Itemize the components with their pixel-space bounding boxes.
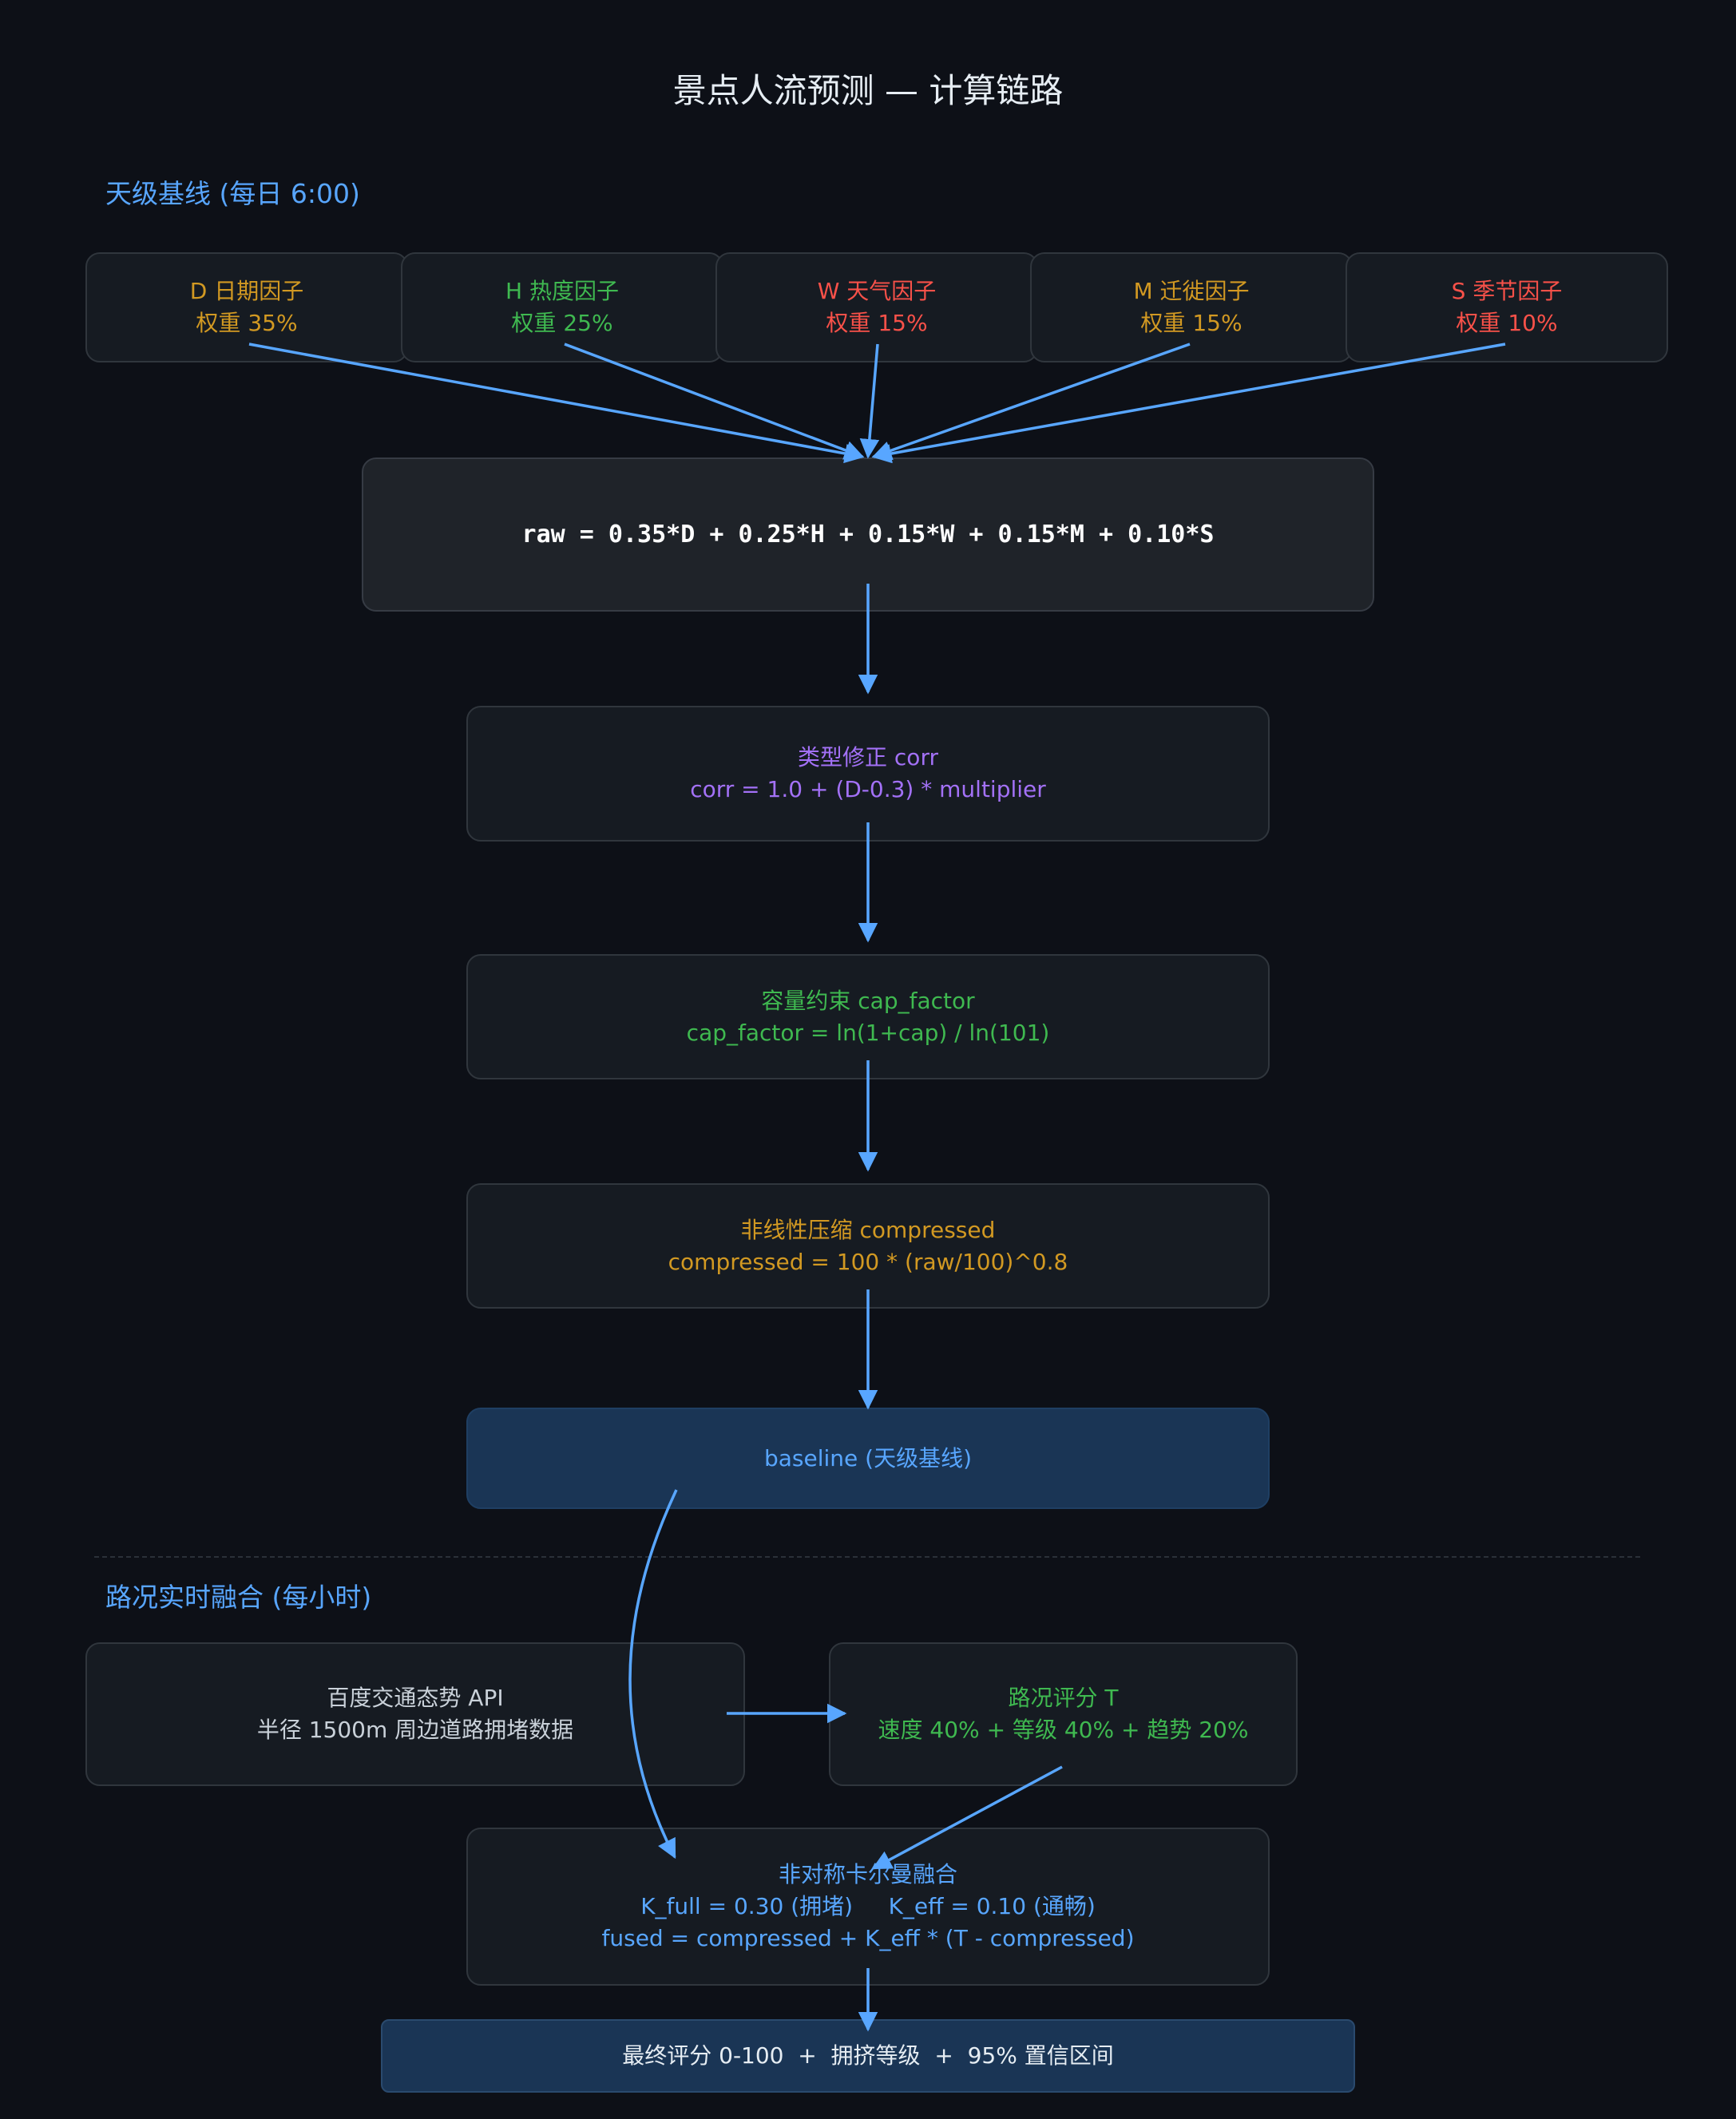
cap-factor-box: 容量约束 cap_factor cap_factor = ln(1+cap) /… — [466, 954, 1270, 1079]
road-score-formula: 速度 40% + 等级 40% + 趋势 20% — [878, 1717, 1249, 1743]
factor-weight: 权重 35% — [196, 310, 298, 336]
traffic-api-box: 百度交通态势 API 半径 1500m 周边道路拥堵数据 — [85, 1642, 745, 1786]
factor-weight: 权重 25% — [511, 310, 613, 336]
factor-box-season: S 季节因子 权重 10% — [1346, 252, 1668, 362]
factor-name: M 迁徙因子 — [1133, 278, 1250, 304]
factor-box-migration: M 迁徙因子 权重 15% — [1030, 252, 1353, 362]
baseline-label: baseline (天级基线) — [763, 1444, 973, 1471]
factor-name: H 热度因子 — [505, 278, 619, 304]
api-title: 百度交通态势 API — [327, 1685, 504, 1711]
arrow-m-to-raw — [871, 343, 1191, 461]
factor-weight: 权重 10% — [1456, 310, 1558, 336]
factor-box-heat: H 热度因子 权重 25% — [401, 252, 723, 362]
api-description: 半径 1500m 周边道路拥堵数据 — [256, 1717, 574, 1743]
factor-name: W 天气因子 — [817, 278, 937, 304]
arrow-road-to-kalman — [871, 1765, 1063, 1870]
road-score-title: 路况评分 T — [1008, 1685, 1119, 1711]
arrow-s-to-raw — [871, 343, 1506, 464]
compressed-box: 非线性压缩 compressed compressed = 100 * (raw… — [466, 1183, 1270, 1309]
cap-formula: cap_factor = ln(1+cap) / ln(101) — [686, 1019, 1050, 1046]
arrow-baseline-to-kalman — [628, 1489, 678, 1860]
arrow-d-to-raw — [248, 343, 865, 464]
arrow-h-to-raw — [564, 343, 865, 460]
factor-name: S 季节因子 — [1451, 278, 1563, 304]
factor-weight: 权重 15% — [1140, 310, 1243, 336]
arrow-w-to-raw — [859, 343, 880, 459]
raw-formula: raw = 0.35*D + 0.25*H + 0.15*W + 0.15*M … — [521, 520, 1215, 549]
section-hourly-fusion: 路况实时融合 (每小时) — [105, 1582, 372, 1613]
final-output-label: 最终评分 0-100 + 拥挤等级 + 95% 置信区间 — [622, 2042, 1114, 2069]
compressed-formula: compressed = 100 * (raw/100)^0.8 — [668, 1248, 1068, 1275]
corr-box: 类型修正 corr corr = 1.0 + (D-0.3) * multipl… — [466, 706, 1270, 842]
kalman-fusion-box: 非对称卡尔曼融合 K_full = 0.30 (拥堵) K_eff = 0.10… — [466, 1828, 1270, 1986]
factor-box-date: D 日期因子 权重 35% — [85, 252, 408, 362]
kalman-title: 非对称卡尔曼融合 — [778, 1861, 957, 1887]
factor-weight: 权重 15% — [826, 310, 928, 336]
cap-title: 容量约束 cap_factor — [761, 987, 975, 1014]
section-daily-baseline: 天级基线 (每日 6:00) — [105, 178, 360, 209]
diagram-title: 景点人流预测 — 计算链路 — [672, 71, 1064, 110]
section-divider — [94, 1556, 1640, 1558]
corr-formula: corr = 1.0 + (D-0.3) * multiplier — [690, 776, 1046, 802]
factor-name: D 日期因子 — [189, 278, 304, 304]
corr-title: 类型修正 corr — [798, 744, 938, 770]
compressed-title: 非线性压缩 compressed — [740, 1216, 996, 1243]
kalman-gains: K_full = 0.30 (拥堵) K_eff = 0.10 (通畅) — [640, 1893, 1096, 1919]
baseline-box: baseline (天级基线) — [466, 1408, 1270, 1509]
road-score-box: 路况评分 T 速度 40% + 等级 40% + 趋势 20% — [829, 1642, 1298, 1786]
kalman-formula: fused = compressed + K_eff * (T - compre… — [601, 1925, 1135, 1951]
